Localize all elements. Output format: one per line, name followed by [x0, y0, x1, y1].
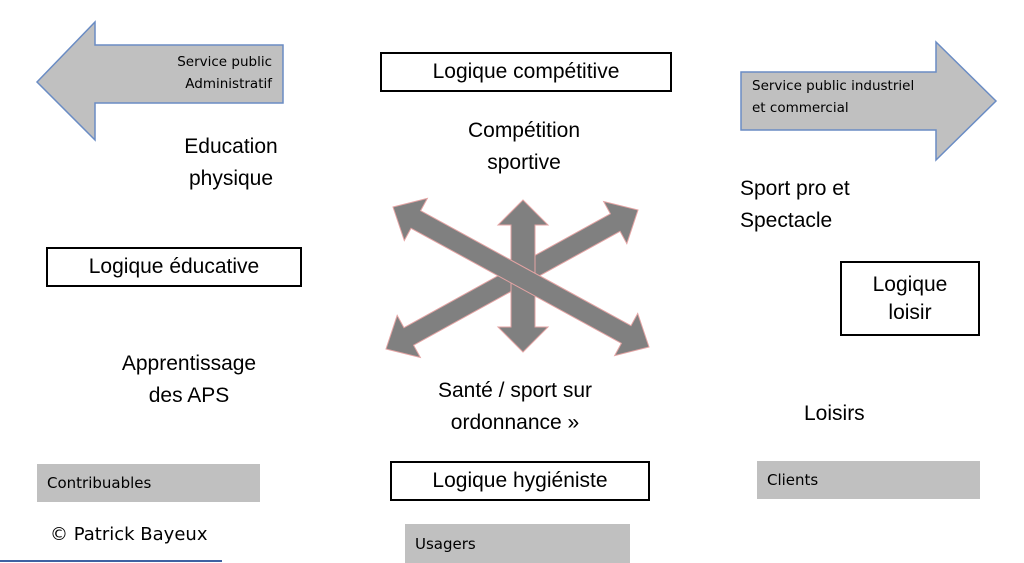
loisirs-label: Loisirs — [804, 402, 865, 425]
education-line1: Education — [184, 135, 278, 158]
left-arrow-label: Service public Administratif — [150, 52, 272, 95]
copyright: © Patrick Bayeux — [50, 524, 208, 545]
sport-pro-line2: Spectacle — [740, 208, 833, 232]
cross-arrows — [385, 197, 650, 359]
sante-label: Santé / sport sur ordonnance » — [400, 375, 630, 438]
education-label: Education physique — [131, 131, 331, 194]
logique-loisir-line2: loisir — [888, 300, 932, 324]
sante-line1: Santé / sport sur — [437, 379, 593, 402]
competition-line1: Compétition — [467, 119, 581, 142]
education-line2: physique — [188, 166, 274, 190]
right-arrow-line1: Service public industriel — [752, 78, 915, 94]
apprentissage-label: Apprentissage des APS — [89, 348, 289, 411]
left-arrow-shape — [35, 20, 284, 142]
right-arrow-shape — [740, 40, 998, 162]
left-arrow-line2: Administratif — [185, 75, 272, 92]
apprentissage-line2: des APS — [148, 383, 230, 407]
logique-educative-box: Logique éducative — [46, 247, 302, 287]
contribuables-tag: Contribuables — [37, 464, 260, 502]
competition-label: Compétition sportive — [424, 115, 624, 178]
sport-pro-label: Sport pro et Spectacle — [740, 173, 850, 236]
left-arrow-line1: Service public — [177, 54, 272, 70]
right-arrow-label: Service public industriel et commercial — [752, 76, 914, 119]
clients-tag: Clients — [757, 461, 980, 499]
logique-competitive-box: Logique compétitive — [380, 52, 672, 92]
logique-loisir-box: Logique loisir — [840, 261, 980, 336]
sport-pro-line1: Sport pro et — [740, 177, 850, 200]
competition-line2: sportive — [487, 150, 561, 174]
apprentissage-line1: Apprentissage — [121, 352, 257, 375]
logique-loisir-line1: Logique — [872, 273, 948, 297]
double-arrow-diagonal-down — [392, 197, 650, 357]
right-arrow-line2: et commercial — [752, 99, 849, 116]
sante-line2: ordonnance » — [450, 410, 580, 434]
logique-hygieniste-box: Logique hygiéniste — [390, 461, 650, 501]
usagers-tag: Usagers — [405, 524, 630, 563]
